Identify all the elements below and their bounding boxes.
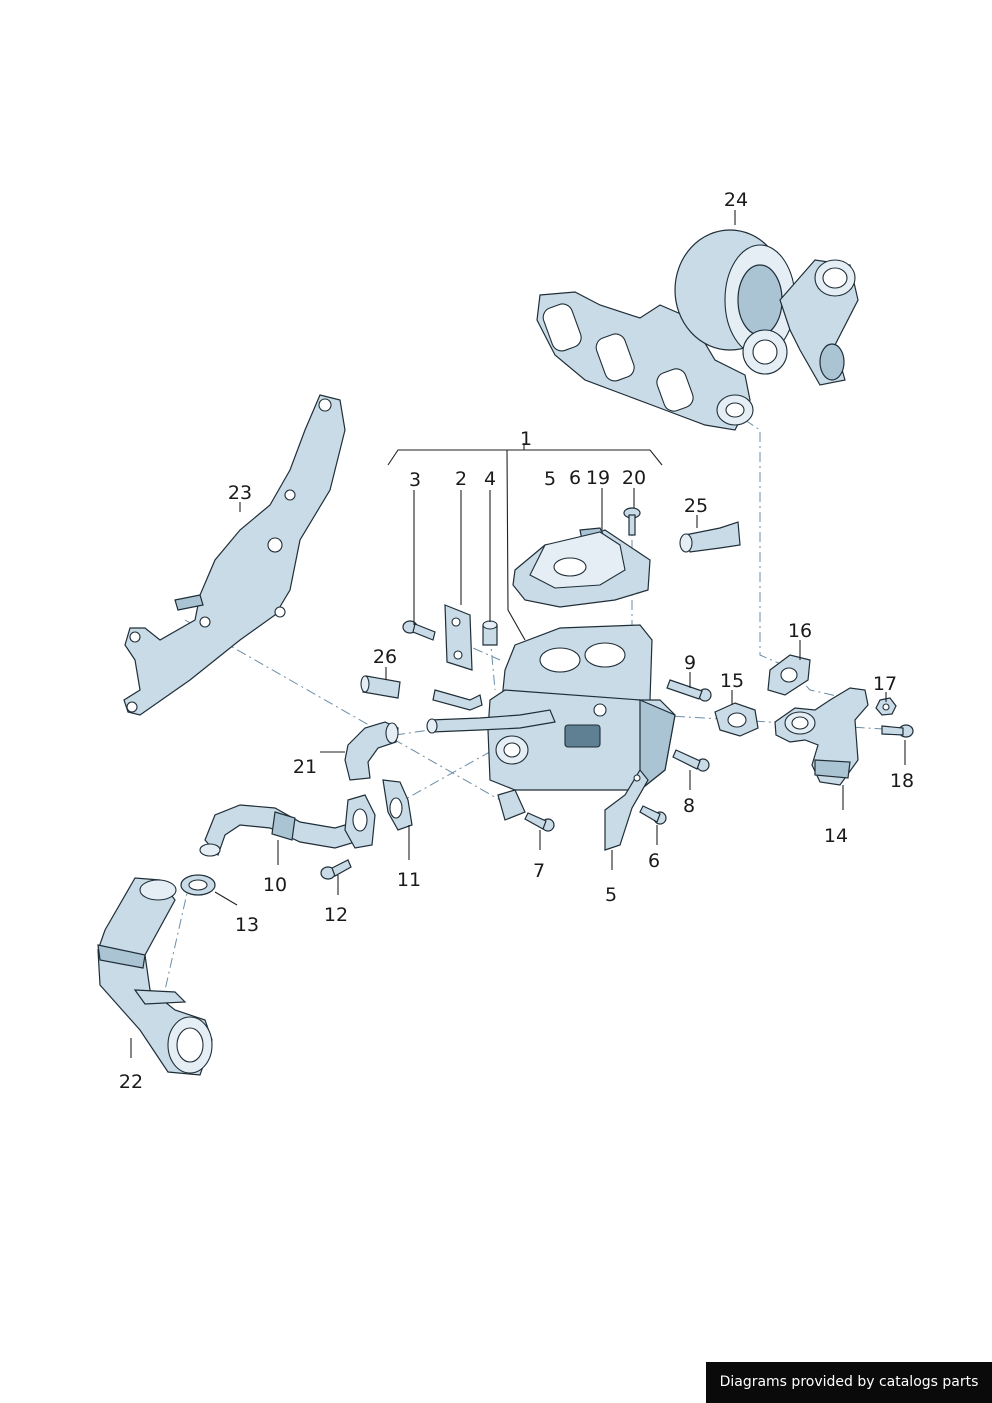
callout-12: 12 <box>324 904 348 926</box>
assembly-lines <box>164 419 901 991</box>
part-19-plate <box>529 531 626 589</box>
callout-10: 10 <box>263 874 287 896</box>
callout-24: 24 <box>724 189 748 211</box>
part-10-pipe <box>199 804 363 857</box>
callouts: 1 3 2 4 5 6 19 20 24 23 25 26 9 15 16 17… <box>119 189 914 1093</box>
callout-19: 19 <box>586 467 610 489</box>
part-17-nut <box>875 697 897 716</box>
callout-22: 22 <box>119 1071 143 1093</box>
part-12-bolt <box>320 859 352 880</box>
part-24-turbocharger <box>536 229 859 431</box>
part-14-pipe <box>774 687 869 786</box>
callout-3: 3 <box>409 469 421 491</box>
callout-15: 15 <box>720 670 744 692</box>
callout-9: 9 <box>684 652 696 674</box>
callout-1: 1 <box>520 428 532 450</box>
part-5-bracket <box>604 768 649 851</box>
callout-16: 16 <box>788 620 812 642</box>
part-2-gasket <box>444 604 473 671</box>
egr-pipe <box>426 689 556 734</box>
part-9-bolt <box>666 679 712 702</box>
callout-6-bottom: 6 <box>648 850 660 872</box>
callout-8: 8 <box>683 795 695 817</box>
part-20-screw <box>623 507 641 536</box>
part-3-bolt <box>402 620 436 641</box>
part-25-hose <box>679 521 741 553</box>
part-16-gasket <box>767 654 811 696</box>
callout-26: 26 <box>373 646 397 668</box>
part-26-sleeve <box>360 675 401 699</box>
part-7-bolt <box>524 812 555 832</box>
part-22-pipe <box>97 877 213 1076</box>
part-6-bolt <box>639 805 667 825</box>
callout-2: 2 <box>455 468 467 490</box>
callout-5-top: 5 <box>544 468 556 490</box>
part-21-hose <box>344 721 399 781</box>
callout-4: 4 <box>484 468 496 490</box>
part-18-bolt <box>881 724 914 738</box>
footer-banner: Diagrams provided by catalogs parts <box>706 1362 992 1403</box>
part-13-clamp <box>180 874 216 896</box>
part-4-plug <box>482 620 498 646</box>
callout-5-bottom: 5 <box>605 884 617 906</box>
callout-18: 18 <box>890 770 914 792</box>
callout-20: 20 <box>622 467 646 489</box>
part-23-bracket <box>123 394 346 716</box>
callout-23: 23 <box>228 482 252 504</box>
callout-14: 14 <box>824 825 848 847</box>
leader-lines <box>130 210 906 1058</box>
part-15-gasket <box>714 702 759 737</box>
callout-25: 25 <box>684 495 708 517</box>
callout-6-top: 6 <box>569 467 581 489</box>
callout-21: 21 <box>293 756 317 778</box>
part-11-gasket <box>344 779 413 849</box>
part-8-bolt <box>672 749 710 772</box>
callout-11: 11 <box>397 869 421 891</box>
callout-13: 13 <box>235 914 259 936</box>
callout-7: 7 <box>533 860 545 882</box>
callout-17: 17 <box>873 673 897 695</box>
